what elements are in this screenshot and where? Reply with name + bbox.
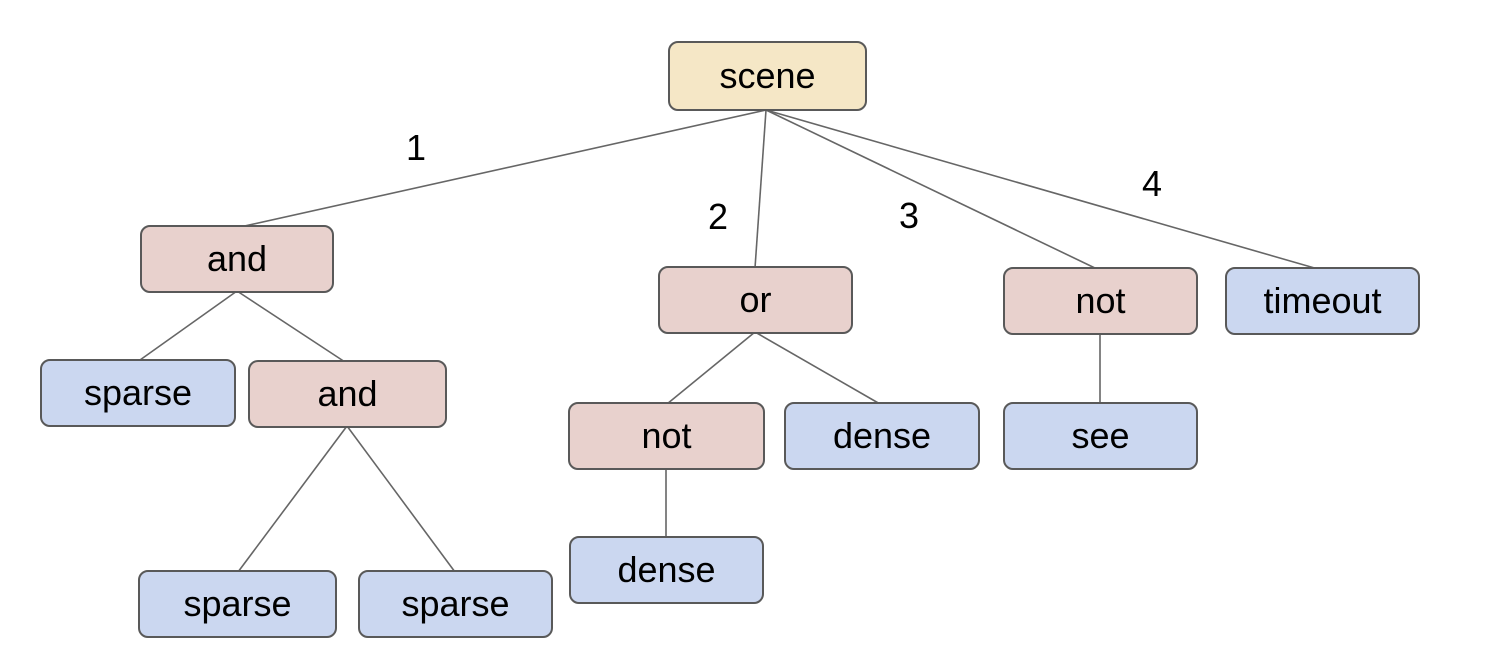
node-and-1: and — [140, 225, 334, 293]
node-label: not — [1075, 280, 1126, 321]
edge-scene-or — [754, 109, 767, 269]
node-label: and — [206, 238, 268, 279]
node-not-1: not — [568, 402, 765, 470]
edge-scene-and — [239, 109, 767, 228]
node-and-2: and — [248, 360, 447, 428]
edge-label-3: 3 — [899, 195, 919, 236]
node-sparse-1: sparse — [40, 359, 236, 427]
node-label: dense — [832, 415, 932, 456]
edge-and-sparse — [139, 290, 238, 361]
node-label: or — [739, 279, 772, 320]
node-label: not — [641, 415, 692, 456]
edge-and2-sparse2 — [346, 425, 456, 573]
edge-label-4: 4 — [1142, 163, 1162, 204]
node-dense-2: dense — [569, 536, 764, 604]
node-or: or — [658, 266, 853, 334]
node-not-2: not — [1003, 267, 1198, 335]
node-dense-1: dense — [784, 402, 980, 470]
node-label: dense — [617, 549, 716, 590]
edge-and-and — [236, 290, 346, 363]
node-label: scene — [719, 55, 816, 96]
node-label: timeout — [1263, 280, 1382, 321]
edge-and2-sparse — [237, 425, 348, 573]
edge-label-2: 2 — [708, 196, 728, 237]
edge-scene-timeout — [765, 109, 1319, 270]
node-sparse-2: sparse — [138, 570, 337, 638]
node-label: sparse — [83, 372, 193, 413]
node-timeout: timeout — [1225, 267, 1420, 335]
node-label: sparse — [183, 583, 292, 624]
node-scene: scene — [668, 41, 867, 111]
node-see: see — [1003, 402, 1198, 470]
edge-or-dense — [754, 331, 881, 405]
edge-scene-not — [765, 109, 1098, 270]
node-label: and — [317, 373, 378, 414]
edge-label-1: 1 — [406, 127, 426, 168]
node-sparse-3: sparse — [358, 570, 553, 638]
edge-or-not — [666, 331, 756, 405]
node-label: see — [1071, 415, 1130, 456]
node-label: sparse — [401, 583, 510, 624]
